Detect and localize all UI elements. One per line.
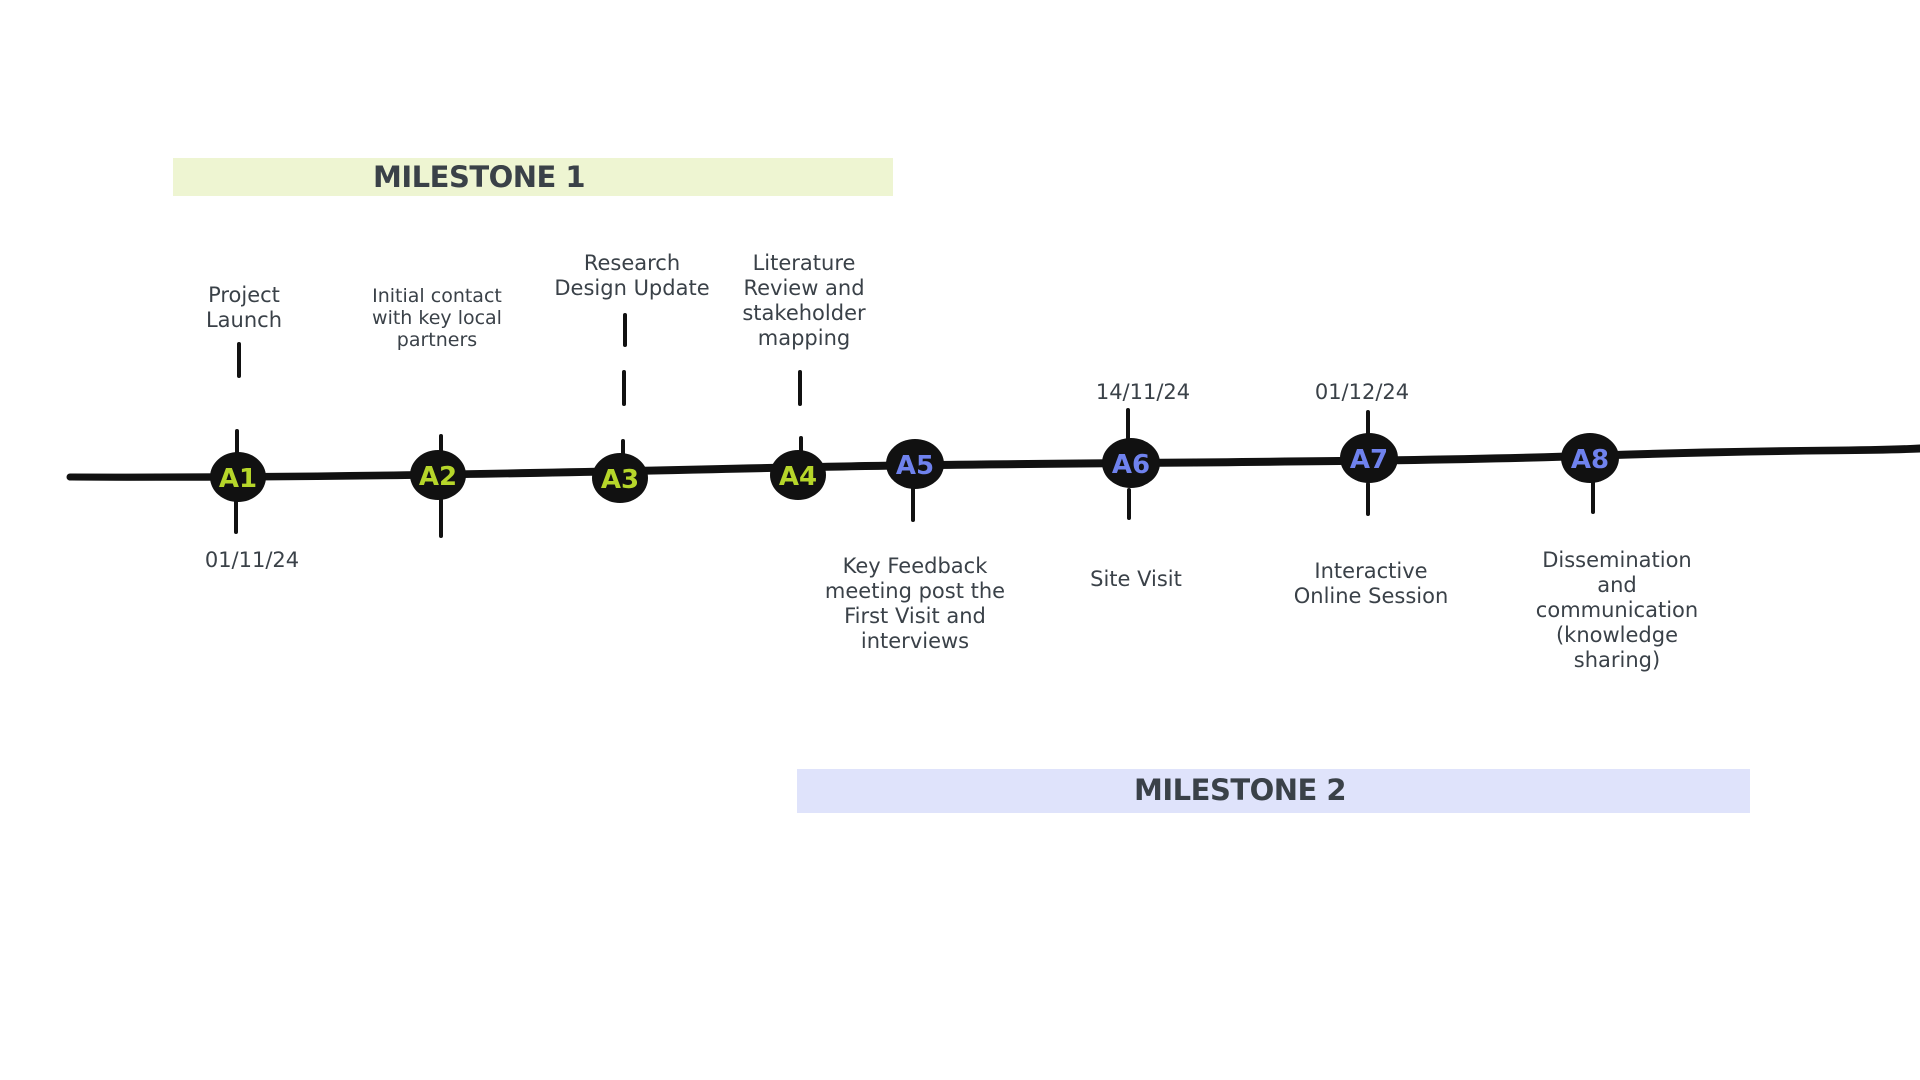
node-a2-label: A2: [419, 462, 457, 492]
activity-a1-date: 01/11/24: [204, 548, 300, 572]
tick-group: [234, 313, 1595, 538]
node-a4-label: A4: [779, 462, 817, 492]
node-a1: A1: [210, 452, 266, 502]
node-a3: A3: [592, 453, 648, 503]
activity-a5-label: Key Feedback meeting post the First Visi…: [824, 554, 1006, 653]
node-a8-label: A8: [1571, 445, 1609, 475]
timeline-line: [66, 444, 1920, 481]
node-a7-label: A7: [1350, 445, 1388, 475]
activity-a3-label: Research Design Update: [554, 251, 710, 300]
activity-a6-label: Site Visit: [1090, 567, 1182, 591]
node-a7: A7: [1340, 433, 1398, 483]
timeline-line-edge: [68, 449, 1920, 481]
activity-a1-label: Project Launch: [205, 283, 283, 332]
milestone-1-bar: [173, 158, 893, 196]
node-a5-circle: [886, 439, 944, 489]
node-a1-circle: [210, 452, 266, 502]
node-a4: A4: [770, 450, 826, 500]
activity-a6-date: 14/11/24: [1095, 380, 1191, 404]
node-a6-label: A6: [1112, 450, 1150, 480]
activity-a7-date: 01/12/24: [1314, 380, 1410, 404]
activity-a7-label: Interactive Online Session: [1293, 559, 1449, 608]
node-a4-circle: [770, 450, 826, 500]
node-a2-circle: [410, 450, 466, 500]
node-a3-circle: [592, 453, 648, 503]
node-a6-circle: [1102, 438, 1160, 488]
activity-a4-label: Literature Review and stakeholder mappin…: [742, 251, 866, 350]
node-a1-label: A1: [219, 464, 257, 494]
node-a8-circle: [1561, 433, 1619, 483]
node-a6: A6: [1102, 438, 1160, 488]
node-a3-label: A3: [601, 465, 639, 495]
milestone-2-label: MILESTONE 2: [1134, 773, 1347, 807]
node-group: A1 A2 A3 A4 A5 A6 A7 A8: [210, 433, 1619, 503]
milestone-2-bar: [797, 769, 1750, 813]
node-a5: A5: [886, 439, 944, 489]
node-a8: A8: [1561, 433, 1619, 483]
node-a7-circle: [1340, 433, 1398, 483]
node-a2: A2: [410, 450, 466, 500]
activity-a2-label: Initial contact with key local partners: [372, 285, 502, 351]
node-a5-label: A5: [896, 451, 934, 481]
activity-a8-label: Dissemination and communication (knowled…: [1535, 548, 1699, 672]
milestone-1-label: MILESTONE 1: [373, 160, 586, 194]
